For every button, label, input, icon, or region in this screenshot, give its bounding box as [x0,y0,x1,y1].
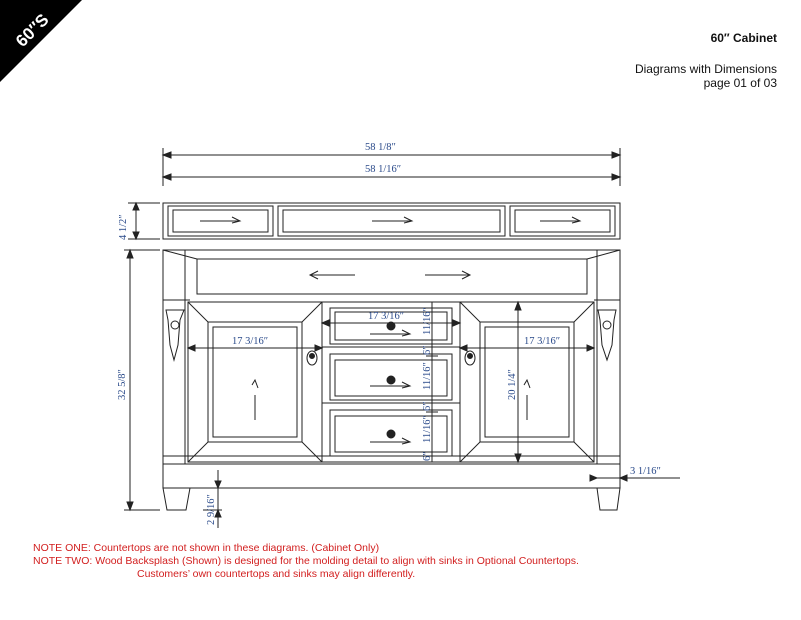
drawer-gap-3-label: 6″ [422,451,433,461]
door-pulls [306,350,476,366]
drawer-height-top-label: 11/16″ [422,307,433,335]
drawer-height-mid-label: 11/16″ [422,362,433,390]
overall-width-dimension [161,148,622,186]
note-one: NOTE ONE: Countertops are not shown in t… [33,542,380,554]
note-two-continuation: Customers’ own countertops and sinks may… [137,568,416,580]
right-door-width-label: 17 3/16″ [524,336,560,347]
door-width-dimensions [186,319,596,352]
side-depth-dimension [589,474,680,482]
cabinet-body [162,249,621,489]
cabinet-height-label: 32 5/8″ [117,369,128,400]
note-two: NOTE TWO: Wood Backsplash (Shown) is des… [33,555,579,567]
center-drawers [321,301,461,463]
left-door-width-label: 17 3/16″ [232,336,268,347]
drawer-gap-1-label: 6″ [422,345,433,355]
backsplash [162,202,621,240]
cabinet-diagram: 58 1/8″ 58 1/16″ 4 1/2″ [117,142,680,528]
page-subtitle: Diagrams with Dimensions page 01 of 03 [635,62,777,90]
door-height-label: 20 1/4″ [507,369,518,400]
leg-height-dimension [203,470,222,528]
left-corbel [165,309,185,362]
overall-inner-label: 58 1/16″ [365,164,401,175]
side-depth-label: 3 1/16″ [630,466,661,477]
leg-height-label: 2 9/16″ [206,494,217,525]
drawer-height-dimensions [426,301,438,463]
cabinet-feet [162,487,621,511]
door-height-dimension [514,300,522,464]
page-number: page 01 of 03 [703,76,777,90]
corner-banner: 60″S [0,0,82,82]
right-door [459,301,595,463]
backsplash-height-label: 4 1/2″ [118,214,129,240]
notes: NOTE ONE: Countertops are not shown in t… [33,542,579,581]
left-door [187,301,323,463]
drawer-gap-2-label: 6″ [422,401,433,411]
page-title: 60″ Cabinet [710,31,777,45]
subtitle-text: Diagrams with Dimensions [634,62,777,76]
overall-top-label: 58 1/8″ [365,142,396,153]
drawer-width-label: 17 3/16″ [368,311,404,322]
backsplash-height-dimension [128,201,160,241]
drawer-height-bottom-label: 11/16″ [422,415,433,443]
corner-banner-bg [0,0,82,82]
right-corbel [597,309,617,362]
cabinet-height-dimension [124,248,160,512]
